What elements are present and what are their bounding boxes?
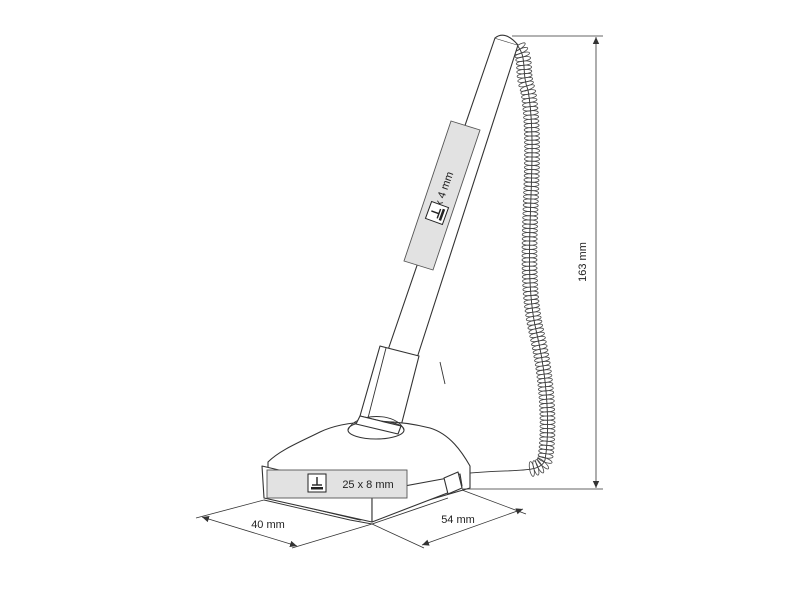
base-cord-clip — [443, 471, 463, 495]
height-dimension: 163 mm — [462, 35, 603, 490]
cord-coil-loop — [528, 461, 535, 477]
pen-grip-stroke — [439, 361, 446, 385]
pad-print-icon — [307, 473, 327, 493]
pen: 45 x 4 mm — [359, 34, 519, 427]
pen-top — [494, 34, 519, 46]
base-depth-dimension: 40 mm — [195, 499, 373, 549]
pen-print-area — [403, 120, 481, 271]
base-width-dimension: 54 mm — [371, 489, 527, 549]
coiled-cord — [461, 39, 556, 477]
base-socket-dome — [347, 416, 405, 431]
height-label: 163 mm — [577, 242, 589, 282]
base-depth-label: 40 mm — [251, 519, 285, 531]
pen-holder-base: 25 x 8 mm — [261, 415, 471, 525]
base-print-size: 25 x 8 mm — [342, 479, 393, 491]
base-bottom-rim — [263, 497, 449, 525]
pad-print-icon — [424, 200, 450, 226]
base-print-area — [266, 469, 408, 499]
base-width-label: 54 mm — [441, 514, 475, 526]
cord-coils — [511, 42, 556, 477]
pen-grip-bottom — [355, 415, 402, 435]
pen-grip-highlight — [367, 347, 387, 419]
